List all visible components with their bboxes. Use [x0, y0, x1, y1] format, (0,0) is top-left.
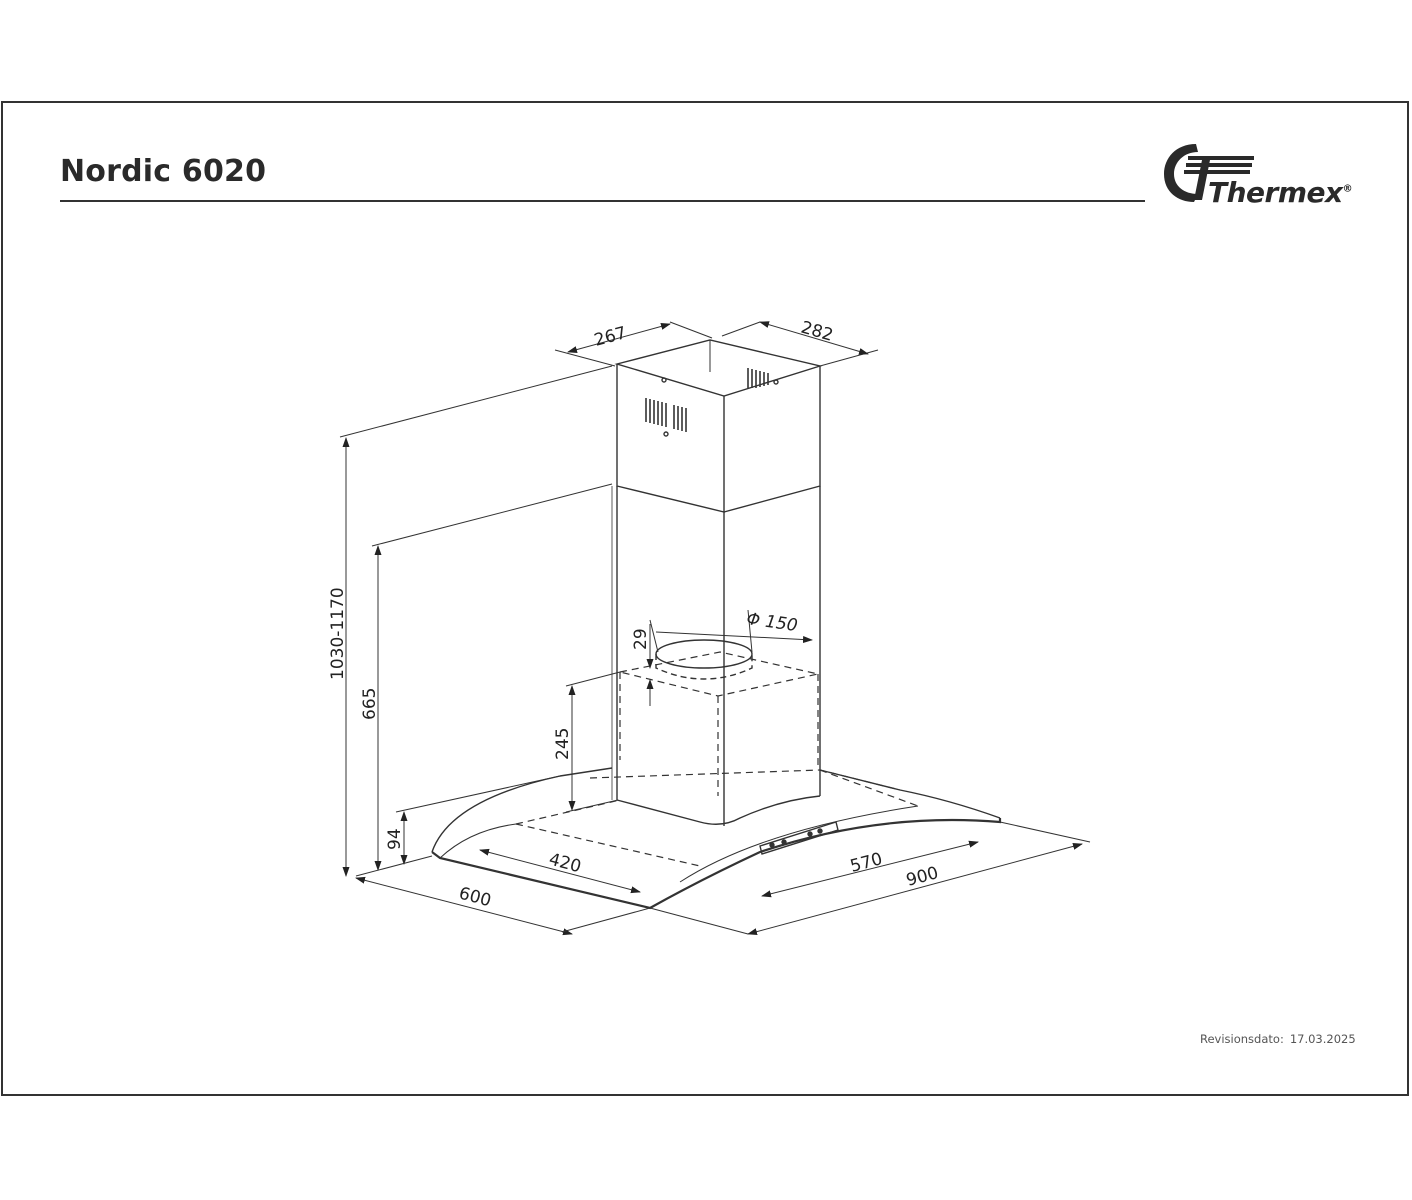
dim-label-chimney-width: 282	[799, 318, 836, 346]
dim-line-267	[567, 323, 671, 353]
product-title: Nordic 6020	[60, 154, 267, 189]
ext-line-94-top	[395, 775, 561, 813]
dim-label-glass-height: 94	[385, 828, 405, 850]
dim-label-duct-collar: 29	[631, 628, 651, 650]
ext-line-267-left	[554, 349, 616, 367]
dim-label-motor-height: 245	[553, 728, 573, 760]
glass-canopy-inner	[439, 823, 517, 859]
revision-date: 17.03.2025	[1289, 1032, 1356, 1046]
logo-c-shape	[1164, 144, 1198, 202]
motor-housing-hidden	[515, 651, 919, 867]
dim-line-duct-diameter	[655, 631, 813, 644]
duct-collar-body	[655, 654, 753, 680]
ext-line-665-top	[371, 483, 613, 547]
ext-line-total-top	[339, 365, 613, 438]
dim-line-570	[761, 840, 979, 898]
dim-line-600	[355, 876, 573, 936]
chimney-screw-1	[661, 377, 667, 383]
glass-canopy-right	[819, 769, 1001, 819]
ext-line-600-right	[561, 907, 651, 933]
vent-slots-right	[747, 368, 769, 388]
chimney-upper-left-face	[616, 364, 725, 513]
ext-line-150-left	[649, 619, 659, 653]
dim-label-hood-width: 900	[904, 863, 941, 891]
dim-label-hood-depth: 600	[457, 884, 494, 912]
logo-stripe-2	[1186, 163, 1252, 167]
brand-name: Thermex	[1208, 176, 1343, 209]
ext-line-900-left	[649, 907, 749, 935]
brand-registered-mark: ®	[1342, 183, 1353, 195]
vent-slots-left	[645, 398, 687, 432]
ext-line-150-right	[747, 609, 753, 653]
dim-line-420	[479, 848, 641, 894]
chimney-lower-base	[616, 795, 821, 825]
chimney-upper-right-face	[723, 366, 821, 513]
thermex-logo	[1164, 144, 1254, 202]
dim-label-inner-width: 570	[848, 849, 885, 877]
dim-label-total-height: 1030-1170	[328, 587, 348, 680]
glass-canopy-top	[431, 767, 613, 853]
logo-stripe-1	[1188, 156, 1254, 160]
logo-stripe-3	[1184, 170, 1250, 174]
control-button-2	[781, 839, 787, 845]
revision-info: Revisionsdato: 17.03.2025	[1200, 1032, 1362, 1046]
duct-collar-top	[655, 639, 753, 669]
control-button-3	[807, 831, 813, 837]
dim-line-282	[759, 321, 869, 355]
ext-line-282-left	[721, 321, 761, 337]
control-button-1	[769, 842, 775, 848]
title-rule	[60, 200, 1145, 202]
dim-label-chimney-depth: 267	[592, 323, 629, 351]
control-button-4	[817, 828, 823, 834]
ext-line-245-top	[565, 671, 621, 687]
dim-label-upper-height: 665	[360, 688, 380, 720]
chimney-top-face	[614, 339, 823, 397]
revision-label: Revisionsdato:	[1200, 1032, 1284, 1046]
chimney-screw-3	[773, 379, 779, 385]
ext-line-282-right	[819, 349, 879, 367]
ext-line-267-right	[669, 321, 713, 339]
dim-label-duct-diameter: Φ 150	[745, 609, 799, 636]
ext-line-245-bottom	[565, 799, 619, 813]
glass-canopy-front-curve	[679, 805, 919, 883]
ext-line-base-left	[355, 855, 433, 877]
dim-label-inner-depth: 420	[547, 850, 584, 878]
brand-wordmark: Thermex®	[1208, 176, 1353, 209]
drawing-sheet-frame	[1, 101, 1409, 1096]
logo-t-stem	[1194, 160, 1210, 200]
ext-line-900-right	[999, 821, 1091, 843]
glass-canopy-bottom	[431, 818, 1002, 910]
chimney-screw-2	[663, 431, 669, 437]
